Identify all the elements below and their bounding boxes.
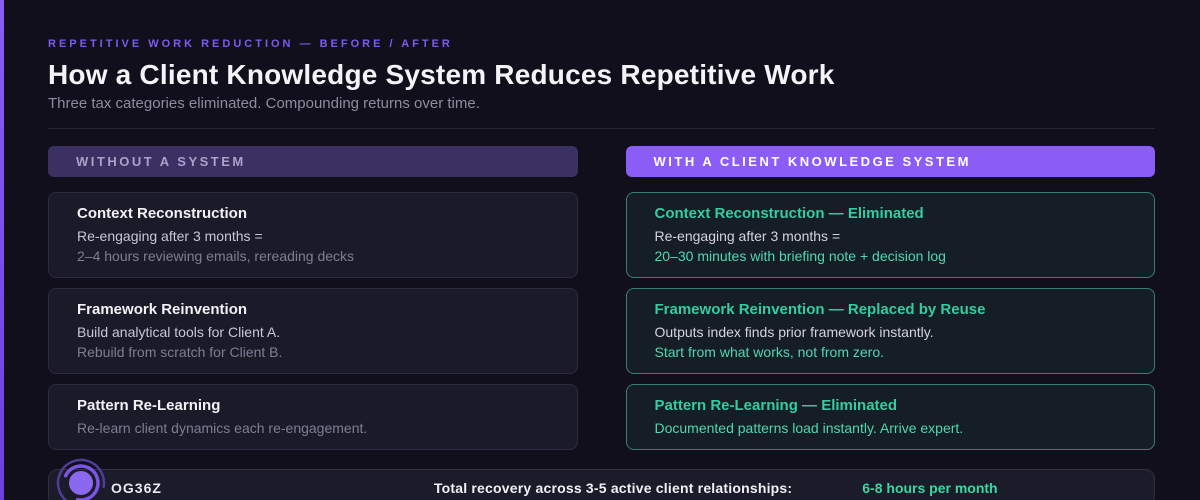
before-cards: Context Reconstruction Re-engaging after… — [48, 192, 578, 450]
before-card-framework-reinvention: Framework Reinvention Build analytical t… — [48, 288, 578, 374]
header-divider — [48, 128, 1155, 129]
before-card-context-reconstruction: Context Reconstruction Re-engaging after… — [48, 192, 578, 278]
after-card-pattern-relearning: Pattern Re-Learning — Eliminated Documen… — [625, 384, 1155, 450]
footer-summary-value: 6-8 hours per month — [862, 479, 998, 496]
card-title: Context Reconstruction — [77, 205, 248, 222]
card-line: Start from what works, not from zero. — [654, 344, 885, 360]
orbit-logo-icon — [54, 456, 108, 500]
card-line: 20–30 minutes with briefing note + decis… — [654, 248, 946, 264]
card-line: Build analytical tools for Client A. — [77, 324, 281, 340]
column-header-with-system: WITH A CLIENT KNOWLEDGE SYSTEM — [625, 146, 1155, 177]
comparison-columns: WITHOUT A SYSTEM Context Reconstruction … — [48, 146, 1155, 460]
column-without-system: WITHOUT A SYSTEM Context Reconstruction … — [48, 146, 578, 460]
page-subtitle: Three tax categories eliminated. Compoun… — [48, 95, 480, 112]
after-cards: Context Reconstruction — Eliminated Re-e… — [625, 192, 1155, 450]
card-line: Re-engaging after 3 months = — [77, 228, 263, 244]
footer-summary-label: Total recovery across 3-5 active client … — [433, 479, 793, 496]
column-with-system: WITH A CLIENT KNOWLEDGE SYSTEM Context R… — [625, 146, 1155, 460]
card-line: Re-learn client dynamics each re-engagem… — [77, 420, 368, 436]
column-header-without-system: WITHOUT A SYSTEM — [48, 146, 578, 177]
card-line: Outputs index finds prior framework inst… — [654, 324, 934, 340]
card-title: Context Reconstruction — Eliminated — [654, 205, 924, 222]
card-line: 2–4 hours reviewing emails, rereading de… — [77, 248, 355, 264]
card-line: Documented patterns load instantly. Arri… — [654, 420, 964, 436]
after-card-framework-reinvention: Framework Reinvention — Replaced by Reus… — [625, 288, 1155, 374]
card-line: Re-engaging after 3 months = — [654, 228, 841, 244]
left-accent-stripe — [0, 0, 4, 500]
card-title: Pattern Re-Learning — Eliminated — [654, 397, 898, 414]
before-card-pattern-relearning: Pattern Re-Learning Re-learn client dyna… — [48, 384, 578, 450]
card-line: Rebuild from scratch for Client B. — [77, 344, 283, 360]
card-title: Pattern Re-Learning — [77, 397, 221, 414]
brand-label: OG36Z — [111, 479, 162, 496]
after-card-context-reconstruction: Context Reconstruction — Eliminated Re-e… — [625, 192, 1155, 278]
card-title: Framework Reinvention — [77, 301, 248, 318]
card-title: Framework Reinvention — Replaced by Reus… — [654, 301, 986, 318]
footer-summary-bar: OG36Z Total recovery across 3-5 active c… — [48, 458, 1155, 500]
eyebrow-label: REPETITIVE WORK REDUCTION — BEFORE / AFT… — [48, 38, 453, 50]
page-title: How a Client Knowledge System Reduces Re… — [48, 59, 835, 90]
